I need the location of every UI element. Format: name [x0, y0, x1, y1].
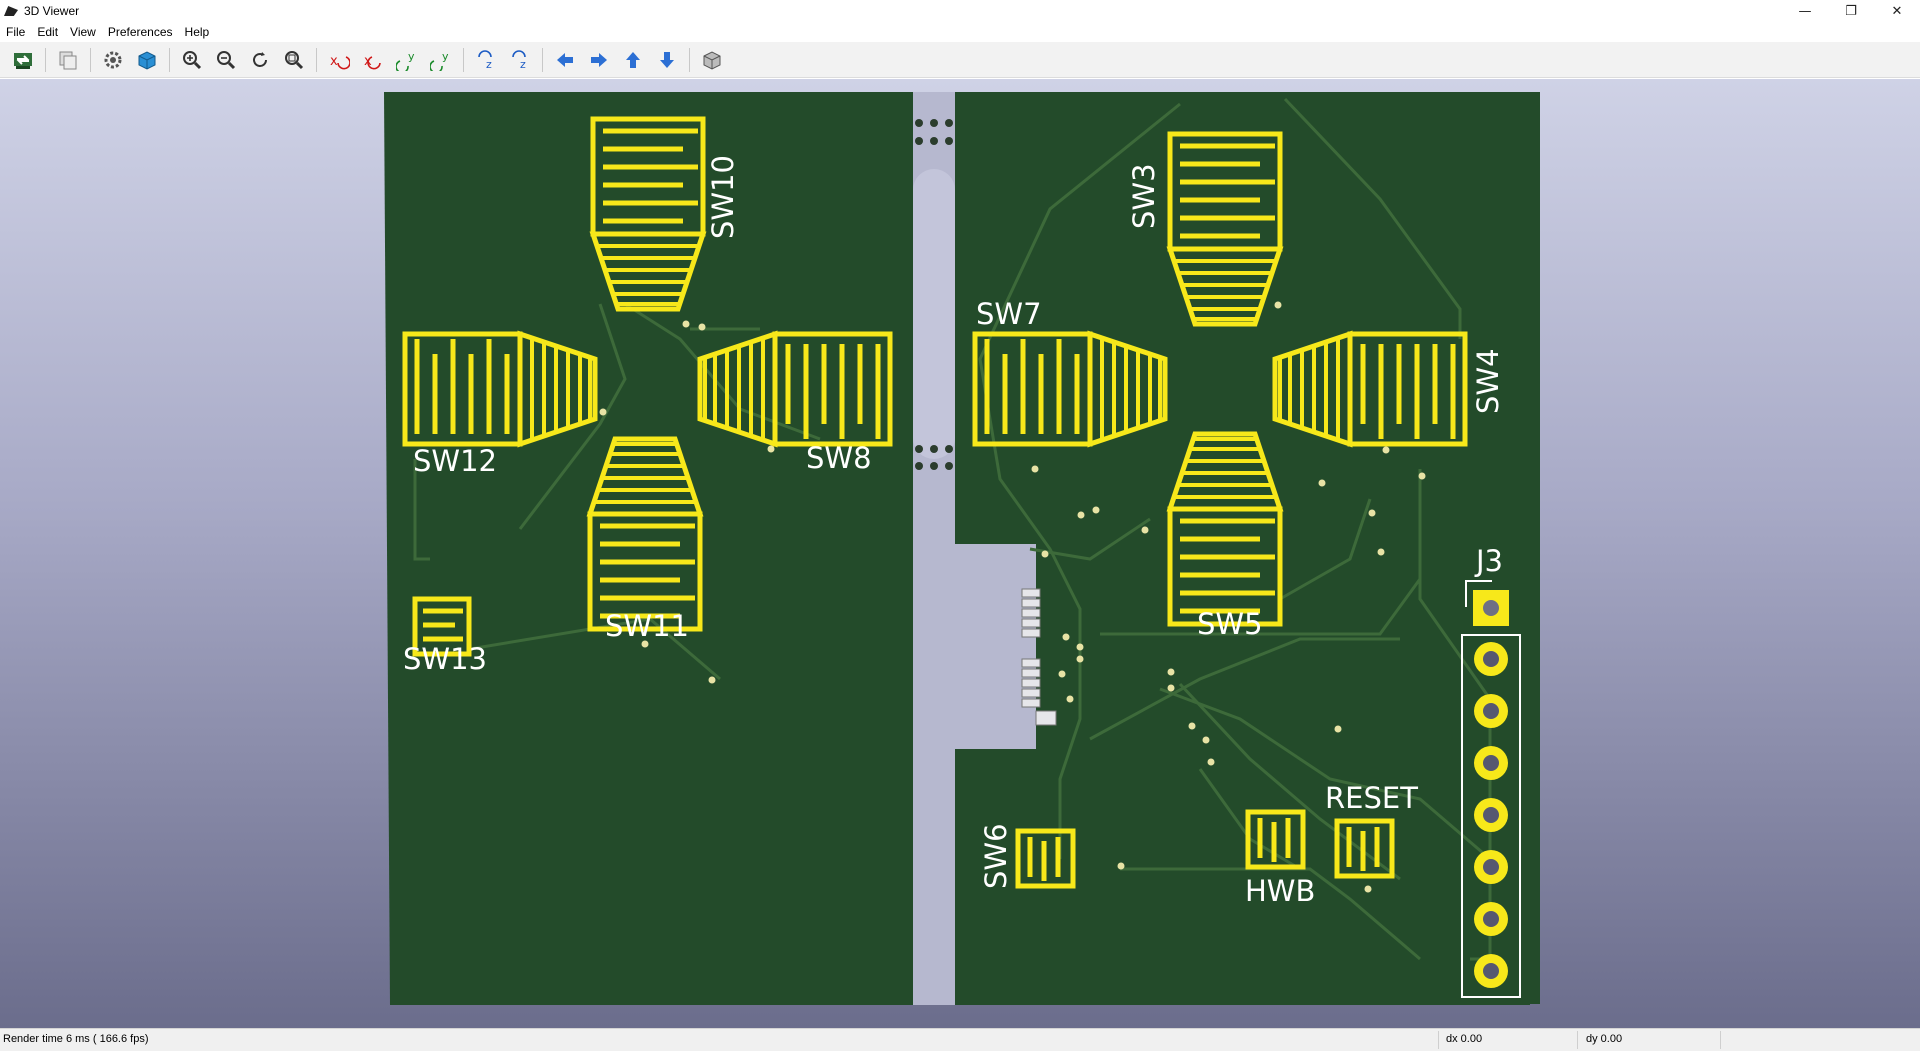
rotate-y-cw-button[interactable]: y: [393, 46, 421, 74]
menu-view[interactable]: View: [70, 25, 96, 39]
zoom-in-button[interactable]: [178, 46, 206, 74]
menu-preferences[interactable]: Preferences: [107, 25, 173, 39]
rotate-z-cw-icon: z: [478, 49, 492, 71]
sw4-label: SW4: [1471, 348, 1505, 414]
menu-help[interactable]: Help: [184, 25, 210, 39]
svg-text:y: y: [408, 50, 415, 63]
raytracing-button[interactable]: [133, 46, 161, 74]
refresh-button[interactable]: [246, 46, 274, 74]
sw13-label: SW13: [403, 642, 487, 676]
move-right-button[interactable]: [585, 46, 613, 74]
j3-header: [1461, 580, 1521, 998]
close-button[interactable]: ✕: [1891, 3, 1903, 19]
sw6-label: SW6: [979, 823, 1013, 889]
move-left-icon: [557, 52, 573, 67]
dy-readout: dy 0.00: [1586, 1033, 1623, 1045]
rotate-y-ccw-icon: y: [430, 50, 449, 71]
menu-file[interactable]: File: [6, 25, 26, 39]
svg-text:z: z: [520, 58, 526, 71]
sw5-label: SW5: [1197, 607, 1263, 641]
window-controls: — ❐ ✕: [1782, 0, 1920, 22]
sw8-label: SW8: [806, 441, 872, 475]
sw7-label: SW7: [976, 297, 1042, 331]
sw6-footprint: [1015, 828, 1076, 889]
hwb-footprint: [1245, 809, 1306, 870]
window-title: 3D Viewer: [24, 4, 80, 18]
rotate-x-ccw-button[interactable]: x: [359, 46, 387, 74]
rotate-z-cw-button[interactable]: z: [472, 46, 500, 74]
copy-image-icon: [59, 51, 77, 69]
svg-text:z: z: [486, 58, 492, 71]
zoom-fit-icon: [285, 50, 304, 69]
rotate-x-cw-button[interactable]: x: [325, 46, 353, 74]
ortho-view-icon: [703, 50, 721, 70]
usb-connector: [1021, 588, 1057, 726]
reset-label: RESET: [1325, 781, 1418, 815]
settings-button[interactable]: [99, 46, 127, 74]
move-left-button[interactable]: [551, 46, 579, 74]
sw3-label: SW3: [1127, 163, 1161, 229]
zoom-out-button[interactable]: [212, 46, 240, 74]
zoom-in-icon: [183, 50, 202, 69]
toolbar: x x y y z z: [0, 42, 1920, 78]
reload-board-button[interactable]: [9, 46, 37, 74]
app-icon: [4, 6, 18, 16]
zoom-fit-button[interactable]: [280, 46, 308, 74]
right-pcb: [955, 92, 1540, 1005]
zoom-out-icon: [217, 50, 236, 69]
reload-board-icon: [14, 52, 32, 69]
title-bar: 3D Viewer — ❐ ✕: [0, 0, 1920, 22]
ortho-view-button[interactable]: [698, 46, 726, 74]
svg-text:y: y: [442, 50, 449, 63]
raytracing-icon: [138, 50, 156, 70]
j3-label: J3: [1474, 544, 1503, 578]
dx-readout: dx 0.00: [1446, 1033, 1483, 1045]
render-time: Render time 6 ms ( 166.6 fps): [3, 1033, 149, 1045]
svg-text:x: x: [330, 54, 338, 69]
copy-image-button[interactable]: [54, 46, 82, 74]
sw12-label: SW12: [413, 444, 497, 478]
sw10-label: SW10: [706, 155, 740, 239]
hwb-label: HWB: [1245, 874, 1315, 908]
move-down-icon: [660, 51, 674, 68]
minimize-button[interactable]: —: [1798, 3, 1812, 19]
rotate-z-ccw-icon: z: [512, 49, 526, 71]
restore-button[interactable]: ❐: [1845, 3, 1857, 19]
settings-icon: [104, 51, 122, 68]
refresh-icon: [253, 51, 267, 67]
rotate-x-ccw-icon: x: [364, 54, 381, 69]
left-pcb: [384, 92, 913, 1005]
3d-viewport[interactable]: SW10 SW12 SW8 SW11 SW13 SW3 SW7 SW4 SW5 …: [0, 79, 1920, 1028]
move-up-icon: [626, 51, 640, 68]
rotate-y-cw-icon: y: [396, 50, 415, 71]
status-bar: Render time 6 ms ( 166.6 fps) dx 0.00 dy…: [0, 1028, 1920, 1051]
menu-bar: File Edit View Preferences Help: [0, 22, 1920, 42]
move-up-button[interactable]: [619, 46, 647, 74]
rotate-x-cw-icon: x: [330, 54, 350, 69]
move-down-button[interactable]: [653, 46, 681, 74]
rotate-z-ccw-button[interactable]: z: [506, 46, 534, 74]
reset-footprint: [1334, 818, 1395, 879]
move-right-icon: [591, 52, 607, 67]
pcb-render: SW10 SW12 SW8 SW11 SW13 SW3 SW7 SW4 SW5 …: [384, 92, 1540, 1005]
sw11-label: SW11: [605, 609, 689, 643]
rotate-y-ccw-button[interactable]: y: [427, 46, 455, 74]
sw13-footprint: [412, 596, 472, 657]
menu-edit[interactable]: Edit: [37, 25, 59, 39]
